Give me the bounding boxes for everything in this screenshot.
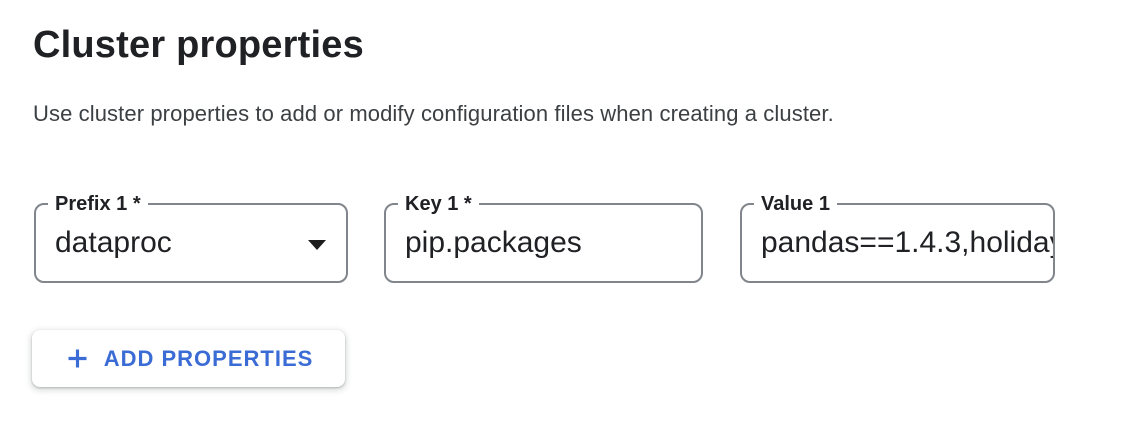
prefix-select[interactable]: Prefix 1 * dataproc bbox=[34, 192, 348, 283]
add-properties-button[interactable]: ADD PROPERTIES bbox=[32, 330, 345, 387]
value-input[interactable] bbox=[761, 226, 1053, 260]
prefix-selected-value: dataproc bbox=[55, 226, 172, 259]
page-title: Cluster properties bbox=[33, 24, 364, 66]
triangle-down-icon bbox=[308, 240, 326, 250]
add-properties-label: ADD PROPERTIES bbox=[103, 345, 314, 371]
section-description: Use cluster properties to add or modify … bbox=[33, 101, 834, 126]
key-field-label: Key 1 * bbox=[398, 192, 479, 216]
key-input[interactable] bbox=[405, 226, 701, 260]
value-field-label: Value 1 bbox=[754, 192, 837, 216]
prefix-field-label: Prefix 1 * bbox=[48, 192, 148, 216]
plus-icon bbox=[64, 345, 91, 372]
key-field: Key 1 * bbox=[384, 192, 703, 283]
value-field: Value 1 bbox=[740, 192, 1055, 283]
